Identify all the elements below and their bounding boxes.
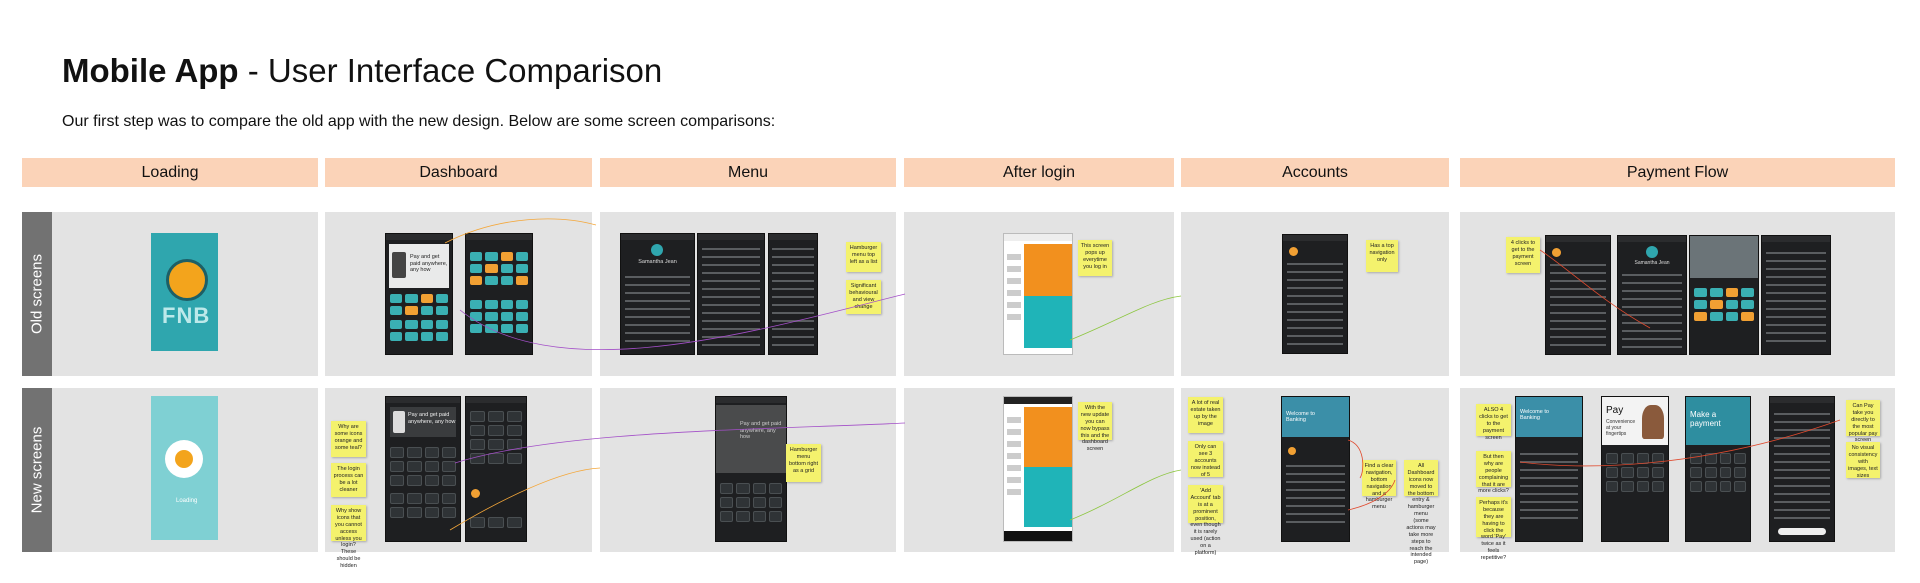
new-accounts-screen: Welcome to Banking xyxy=(1281,396,1350,542)
accounts-banner-image: Welcome to Banking xyxy=(1282,397,1349,437)
payments-banner-image xyxy=(1690,236,1758,278)
phone-illustration-icon xyxy=(392,252,406,278)
note-pay-new-1: ALSO 4 clicks to get to the payment scre… xyxy=(1476,404,1511,441)
dashboard-banner-text: Pay and get paid anywhere, any how xyxy=(410,254,448,274)
new-loading-screen: Loading xyxy=(151,396,218,540)
promo-block-orange xyxy=(1024,244,1072,296)
loading-label: Loading xyxy=(176,498,198,504)
note-dash-new-1: Why are some icons orange and some teal? xyxy=(331,421,366,457)
pay-banner-sub: Convenience at your fingertips xyxy=(1606,419,1636,437)
column-header-payment-flow: Payment Flow xyxy=(1460,158,1895,187)
intro-text: Our first step was to compare the old ap… xyxy=(62,113,776,130)
dashboard-banner: Pay and get paid anywhere, any how xyxy=(389,244,449,288)
panel-old-dashboard xyxy=(325,212,592,376)
account-avatar-icon xyxy=(1288,447,1296,455)
person-illustration-icon xyxy=(1642,405,1664,439)
new-payment-list-screen xyxy=(1769,396,1835,542)
connector-purple-old-menu xyxy=(459,293,906,350)
connector-red-new-payment xyxy=(1519,419,1841,467)
old-payment-options-screen xyxy=(1689,235,1759,355)
old-menu-profile-screen: Samantha Jean xyxy=(620,233,695,355)
note-dash-new-3: Why show icons that you cannot access un… xyxy=(331,505,366,569)
note-acc-new-2: Only can see 3 accounts now instead of 5 xyxy=(1188,441,1223,478)
continue-button[interactable] xyxy=(1778,528,1826,535)
row-label-new: New screens xyxy=(22,388,52,552)
pay-banner-title: Pay xyxy=(1606,405,1624,416)
old-menu-list-screen-2 xyxy=(768,233,818,355)
note-menu-new: Hamburger menu bottom right as a grid xyxy=(786,444,821,482)
make-payment-title: Make a payment xyxy=(1690,410,1721,428)
phone-illustration-icon xyxy=(393,411,405,433)
note-menu-old-2: Significant behavioural and view change xyxy=(846,280,881,314)
connector-green-old-accounts xyxy=(1069,295,1182,341)
old-after-login-screen xyxy=(1003,233,1073,355)
note-after-new: With the new update you can now bypass t… xyxy=(1078,402,1112,452)
title-rest: - User Interface Comparison xyxy=(238,52,663,89)
old-loading-screen: FNB xyxy=(151,233,218,351)
note-menu-old-1: Hamburger menu top left as a list xyxy=(846,242,881,272)
fnb-tree-icon xyxy=(166,259,208,301)
make-payment-banner: Make a payment xyxy=(1686,397,1750,445)
connector-orange-new-dashboard xyxy=(449,467,601,531)
title-bold: Mobile App xyxy=(62,52,239,89)
note-after-old: This screen pops up everytime you log in xyxy=(1078,240,1112,276)
note-pay-new-3: Perhaps it's because they are having to … xyxy=(1476,497,1511,561)
new-payment-pay-screen: Pay Convenience at your fingertips xyxy=(1601,396,1669,542)
connector-red-old-payment xyxy=(1539,249,1651,329)
connector-red-new-accounts xyxy=(1347,439,1364,479)
payment-accounts-banner-text: Welcome to Banking xyxy=(1520,409,1549,421)
column-header-accounts: Accounts xyxy=(1181,158,1449,187)
old-dashboard-login-screen: Pay and get paid anywhere, any how xyxy=(385,233,453,355)
pay-banner: Pay Convenience at your fingertips xyxy=(1602,397,1668,445)
note-acc-new-5: All Dashboard icons now moved to the bot… xyxy=(1404,460,1438,565)
connector-orange-old-dashboard xyxy=(444,218,597,244)
row-label-old: Old screens xyxy=(22,212,52,376)
note-payment-old: 4 clicks to get to the payment screen xyxy=(1506,237,1540,273)
promo-block-teal xyxy=(1024,296,1072,348)
new-payment-make-payment-screen: Make a payment xyxy=(1685,396,1751,542)
accounts-banner-text: Welcome to Banking xyxy=(1286,411,1315,423)
avatar xyxy=(651,244,663,256)
old-menu-list-screen xyxy=(697,233,765,355)
fnb-logo-text: FNB xyxy=(162,303,211,328)
new-dashboard-login-screen: Pay and get paid anywhere, any how xyxy=(385,396,461,542)
orange-dot-icon xyxy=(471,489,480,498)
promo-block-orange xyxy=(1024,407,1072,467)
column-header-dashboard: Dashboard xyxy=(325,158,592,187)
fnb-tree-small-icon xyxy=(175,450,193,468)
new-dashboard-grid-screen xyxy=(465,396,527,542)
account-avatar-icon xyxy=(1289,247,1298,256)
note-pay-new-5: No visual consistency with images, text … xyxy=(1846,442,1880,479)
old-payment-menu-screen: Samantha Jean xyxy=(1617,235,1687,355)
new-after-login-screen xyxy=(1003,396,1073,542)
column-header-menu: Menu xyxy=(600,158,896,187)
connector-purple-new-menu xyxy=(454,422,906,464)
old-payment-list-screen xyxy=(1761,235,1831,355)
menu-overlay: Pay and get paid anywhere, any how xyxy=(716,405,786,473)
note-dash-new-2: The login process can be a lot cleaner xyxy=(331,463,366,497)
connector-green-new-accounts xyxy=(1069,469,1182,521)
payment-menu-user: Samantha Jean xyxy=(1634,260,1670,266)
note-acc-new-3: 'Add Account' tab is at a prominent posi… xyxy=(1188,485,1223,556)
menu-user-name: Samantha Jean xyxy=(638,259,677,265)
menu-overlay-text: Pay and get paid anywhere, any how xyxy=(740,421,782,441)
note-acc-new-4: Find a clear navigation, bottom navigati… xyxy=(1362,460,1396,510)
connector-red-new-accounts-2 xyxy=(1347,479,1396,511)
new-menu-grid-screen: Pay and get paid anywhere, any how xyxy=(715,396,787,542)
page-title: Mobile App - User Interface Comparison xyxy=(62,52,662,90)
column-header-after-login: After login xyxy=(904,158,1174,187)
new-dashboard-banner: Pay and get paid anywhere, any how xyxy=(390,407,456,437)
new-dashboard-banner-text: Pay and get paid anywhere, any how xyxy=(408,412,456,425)
column-header-loading: Loading xyxy=(22,158,318,187)
old-dashboard-grid-screen xyxy=(465,233,533,355)
old-accounts-screen xyxy=(1282,234,1348,354)
note-acc-new-1: A lot of real estate taken up by the ima… xyxy=(1188,397,1223,433)
new-payment-accounts-screen: Welcome to Banking xyxy=(1515,396,1583,542)
note-accounts-old: Has a top navigation only xyxy=(1366,240,1398,272)
note-pay-new-2: But then why are people complaining that… xyxy=(1476,451,1511,494)
promo-block-teal xyxy=(1024,467,1072,527)
